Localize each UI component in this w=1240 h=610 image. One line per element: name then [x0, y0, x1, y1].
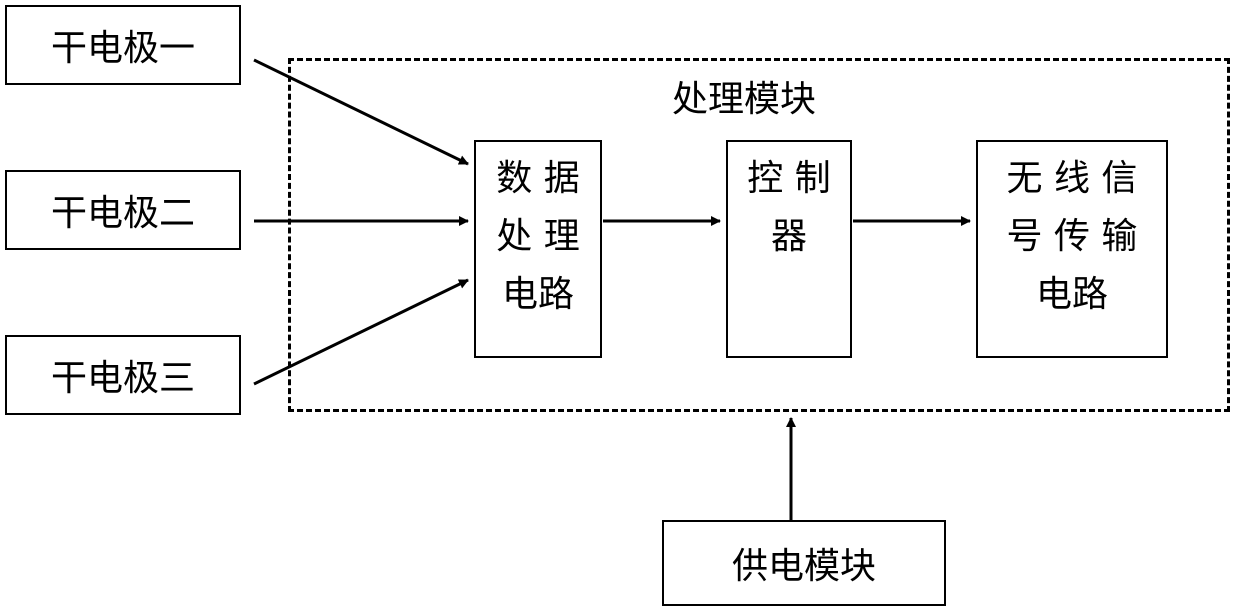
dry-electrode-3-box: 干电极三: [5, 335, 241, 415]
data-processing-circuit-line-1: 数 据: [476, 150, 600, 208]
power-supply-module-label: 供电模块: [732, 537, 876, 589]
dry-electrode-3-label: 干电极三: [51, 349, 195, 401]
wireless-transmission-circuit-box: 无 线 信 号 传 输 电路: [976, 140, 1168, 358]
data-processing-circuit-line-3: 电路: [476, 266, 600, 324]
data-processing-circuit-line-2: 处 理: [476, 208, 600, 266]
dry-electrode-1-label: 干电极一: [51, 19, 195, 71]
power-supply-module-box: 供电模块: [662, 520, 946, 606]
dry-electrode-1-box: 干电极一: [5, 5, 241, 85]
dry-electrode-2-box: 干电极二: [5, 170, 241, 250]
processing-module-title: 处理模块: [672, 78, 816, 122]
wireless-transmission-circuit-line-2: 号 传 输: [978, 208, 1166, 266]
data-processing-circuit-box: 数 据 处 理 电路: [474, 140, 602, 358]
controller-line-2: 器: [728, 208, 850, 266]
wireless-transmission-circuit-line-1: 无 线 信: [978, 150, 1166, 208]
controller-box: 控 制 器: [726, 140, 852, 358]
wireless-transmission-circuit-line-3: 电路: [978, 266, 1166, 324]
controller-line-1: 控 制: [728, 150, 850, 208]
dry-electrode-2-label: 干电极二: [51, 184, 195, 236]
